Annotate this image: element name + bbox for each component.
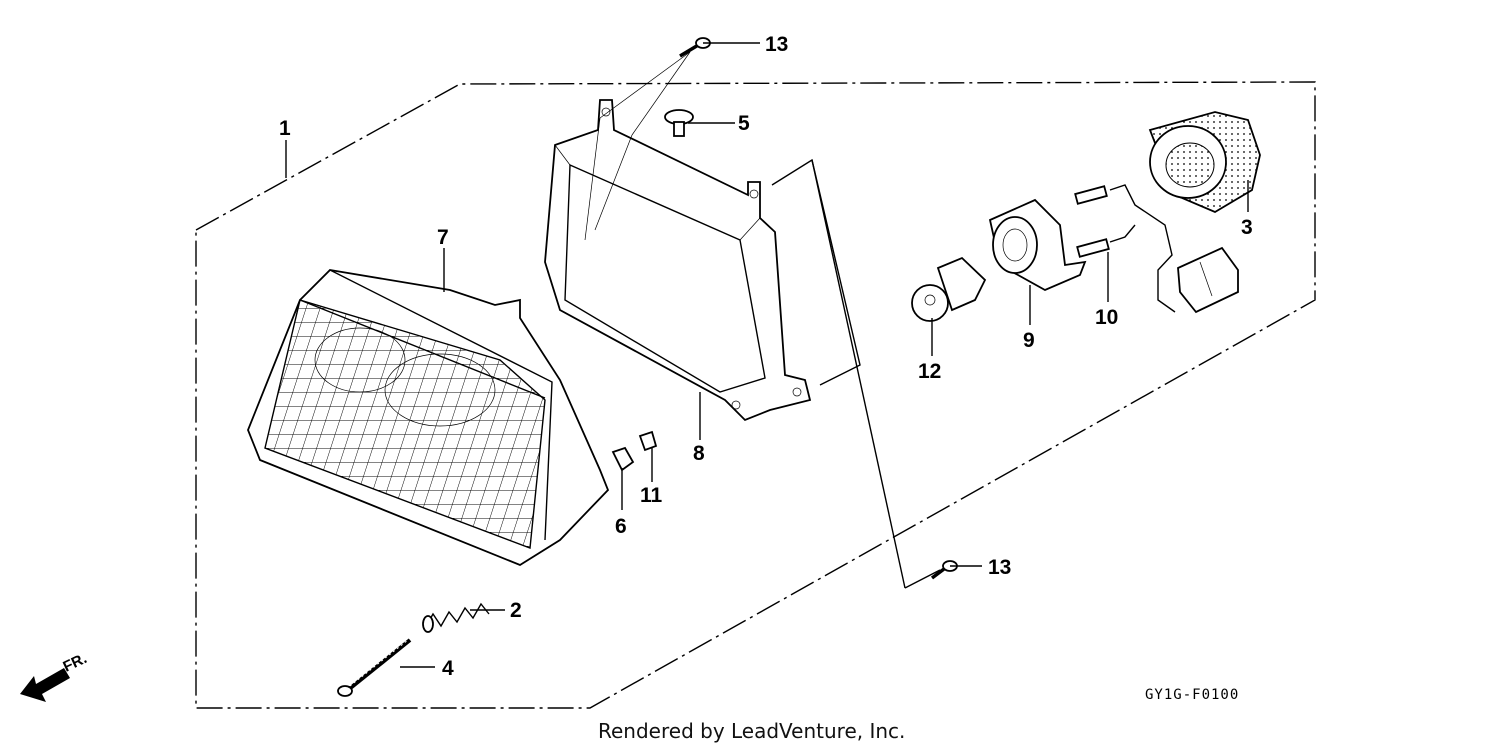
housing-outline [771, 158, 941, 589]
mounting-frame [544, 99, 812, 422]
screw-13-top [679, 37, 711, 58]
plug-5 [664, 109, 694, 137]
clip-6 [611, 446, 635, 472]
callout-11: 11 [640, 484, 663, 507]
callout-13-top: 13 [765, 33, 788, 56]
screw-13-bottom [930, 560, 958, 580]
footer-credit: Rendered by LeadVenture, Inc. [598, 719, 905, 743]
socket-9 [988, 198, 1087, 292]
callout-7: 7 [437, 226, 449, 249]
callout-4: 4 [442, 657, 454, 680]
callout-labels: 1 2 3 4 5 6 7 8 9 10 11 12 13 13 [279, 33, 1253, 680]
wire-harness-10 [1074, 184, 1239, 314]
diagram-code: GY1G-F0100 [1145, 687, 1239, 703]
front-direction-arrow: FR. [20, 650, 90, 702]
front-direction-label: FR. [61, 650, 90, 676]
screw-4 [337, 638, 412, 697]
rubber-boot-3 [1148, 111, 1261, 214]
callout-8: 8 [693, 442, 705, 465]
assembly-outline [195, 81, 1316, 709]
callout-3: 3 [1241, 216, 1253, 239]
headlight-lens [247, 269, 610, 567]
clip-11 [638, 430, 658, 452]
callout-12: 12 [918, 360, 941, 383]
callout-6: 6 [615, 515, 627, 538]
callout-10: 10 [1095, 306, 1118, 329]
callout-2: 2 [510, 599, 522, 622]
callout-13-bottom: 13 [988, 556, 1011, 579]
bulb-12 [911, 256, 987, 322]
callout-5: 5 [738, 112, 750, 135]
spring-2 [422, 602, 490, 633]
callout-1: 1 [279, 117, 291, 140]
callout-9: 9 [1023, 329, 1035, 352]
leader-lines [285, 42, 1249, 668]
